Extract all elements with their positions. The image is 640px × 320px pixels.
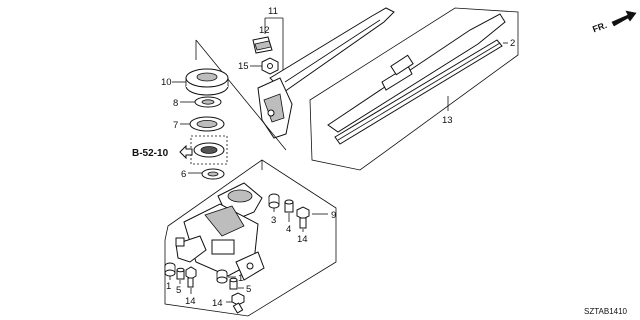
collar-4[interactable] bbox=[284, 199, 294, 213]
callout-4[interactable]: 4 bbox=[286, 224, 291, 235]
grommet-assembly[interactable] bbox=[190, 135, 228, 165]
reference-link[interactable]: B-52-10 bbox=[132, 144, 193, 160]
front-arrow-icon bbox=[611, 10, 637, 27]
grommet-1-right[interactable] bbox=[216, 269, 228, 284]
arm-nut[interactable] bbox=[261, 57, 279, 75]
callout-5-right[interactable]: 5 bbox=[246, 284, 251, 295]
callout-1-right[interactable]: 1 bbox=[238, 273, 243, 284]
wiper-motor[interactable] bbox=[175, 182, 265, 281]
callout-2[interactable]: 2 bbox=[510, 38, 515, 49]
grommet-1-left[interactable] bbox=[164, 262, 176, 277]
washer-8[interactable] bbox=[194, 96, 222, 108]
reference-label[interactable]: B-52-10 bbox=[132, 148, 169, 159]
callout-11[interactable]: 11 bbox=[268, 6, 278, 17]
wiper-arm[interactable] bbox=[257, 7, 395, 139]
callout-14-right[interactable]: 14 bbox=[297, 234, 308, 245]
callout-14-bottom[interactable]: 14 bbox=[212, 298, 223, 309]
diagram-code: SZTAB1410 bbox=[584, 307, 628, 316]
callout-15[interactable]: 15 bbox=[238, 61, 249, 72]
wiper-blade-assembly[interactable] bbox=[309, 7, 519, 171]
collar-5-right[interactable] bbox=[229, 277, 238, 290]
bolt-14-left[interactable] bbox=[185, 266, 197, 288]
callout-12[interactable]: 12 bbox=[259, 25, 270, 36]
callout-7[interactable]: 7 bbox=[173, 120, 178, 131]
callout-9[interactable]: 9 bbox=[331, 210, 336, 221]
front-direction-indicator: FR. bbox=[591, 10, 637, 34]
leader-lines bbox=[169, 17, 508, 303]
bolt-14-bottom[interactable] bbox=[231, 292, 245, 314]
callout-8[interactable]: 8 bbox=[173, 98, 178, 109]
washer-6[interactable] bbox=[201, 168, 225, 180]
collar-5-left[interactable] bbox=[176, 267, 185, 280]
callout-3[interactable]: 3 bbox=[271, 215, 276, 226]
callout-5-left[interactable]: 5 bbox=[176, 285, 181, 296]
arm-cap[interactable] bbox=[252, 36, 273, 54]
callout-14-left[interactable]: 14 bbox=[185, 296, 196, 307]
callout-1-left[interactable]: 1 bbox=[166, 281, 171, 292]
front-direction-label: FR. bbox=[591, 20, 608, 34]
cap-nut-10[interactable] bbox=[185, 68, 229, 96]
seal-7[interactable] bbox=[189, 116, 225, 132]
grommet-3[interactable] bbox=[268, 193, 280, 209]
callout-13[interactable]: 13 bbox=[442, 115, 453, 126]
callout-10[interactable]: 10 bbox=[161, 77, 172, 88]
callout-6[interactable]: 6 bbox=[181, 169, 186, 180]
bolt-14-right[interactable] bbox=[296, 206, 310, 229]
